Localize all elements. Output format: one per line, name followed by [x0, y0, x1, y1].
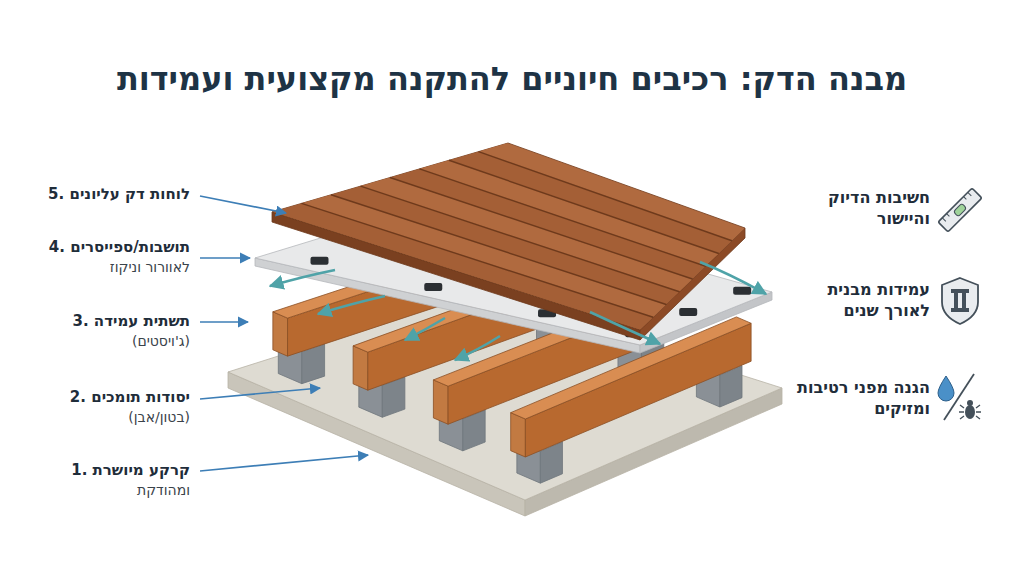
layer-label: 1. קרקע מיושרת: [71, 461, 190, 479]
layer-label: 4. תושבות/ספייסרים: [49, 238, 190, 256]
joist: [273, 312, 288, 356]
deck-boards: [272, 143, 745, 340]
leader-arrows: [200, 196, 368, 471]
layer-label: 5. לוחות דק עליונים: [48, 185, 190, 203]
deck-board: [479, 143, 744, 240]
benefit-text: עמידות מבנית לאורך שנים: [790, 280, 930, 322]
layer-note: ומהודקת: [137, 482, 190, 499]
shield-icon: [942, 278, 978, 324]
benefit-text: חשיבות הדיוק והיישור: [790, 188, 930, 230]
deck-board: [450, 152, 732, 253]
board-seam: [479, 152, 732, 241]
layer-label: 3. תשתית עמידה: [73, 312, 191, 330]
joist: [433, 380, 448, 424]
benefit-text: הגנה מפני רטיבות ומזיקים: [790, 378, 930, 420]
layer-note: (ג'ויסטים): [132, 333, 190, 350]
spacer-pedestal: [733, 287, 751, 295]
joist: [353, 346, 368, 390]
spacer-pedestal: [424, 283, 442, 291]
airflow-arrows: [270, 262, 766, 360]
layer-note: (בטון/אבן): [128, 409, 190, 426]
layer-label: 2. יסודות תומכים: [70, 388, 190, 406]
joist: [511, 413, 526, 457]
spacer-pedestal: [311, 257, 329, 265]
layer-note: לאוורור וניקוז: [110, 259, 190, 276]
deck-top: [272, 143, 745, 330]
level-icon: [938, 188, 982, 232]
spacer-pedestal: [679, 308, 697, 316]
diagram-title: מבנה הדק: רכיבים חיוניים להתקנה מקצועית …: [0, 60, 1024, 98]
moisture-pest-icon: [938, 374, 981, 420]
